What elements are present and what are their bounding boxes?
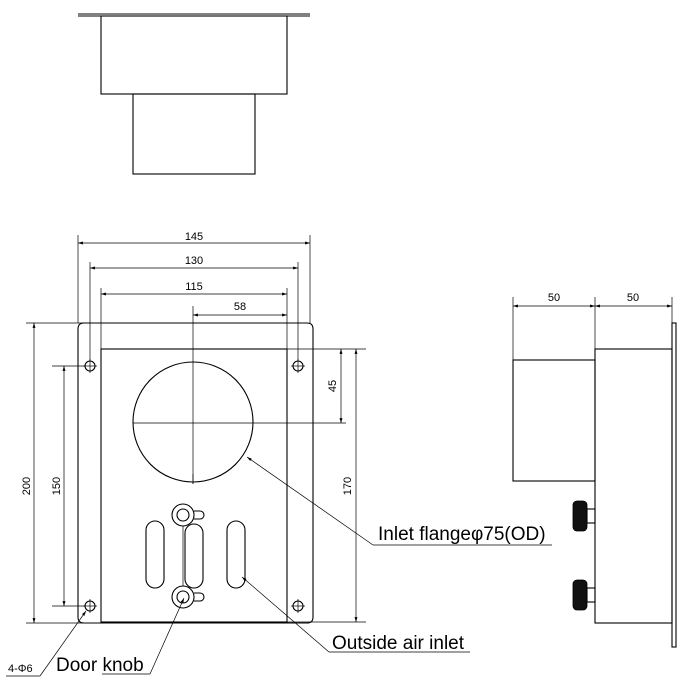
label-inlet-flange: Inlet flangeφ75(OD) bbox=[378, 524, 546, 545]
door-knob-icon bbox=[171, 503, 205, 527]
mounting-hole-icon bbox=[291, 599, 305, 613]
door-knob-icon bbox=[171, 585, 205, 609]
door-knob-side-icon bbox=[572, 579, 596, 611]
dim-side-depth-1: 50 bbox=[548, 292, 560, 304]
mounting-hole-icon bbox=[83, 599, 97, 613]
callout-labels: Inlet flangeφ75(OD) Outside air inlet Do… bbox=[8, 524, 546, 676]
dim-hole-pitch-width: 130 bbox=[185, 255, 203, 267]
side-dimension-values: 50 50 bbox=[548, 292, 639, 304]
inner-panel bbox=[100, 348, 288, 623]
dim-overall-width: 145 bbox=[185, 231, 203, 243]
label-door-knob: Door knob bbox=[56, 655, 144, 676]
side-view bbox=[512, 297, 677, 648]
mounting-hole-icon bbox=[291, 359, 305, 373]
air-inlet-slot bbox=[145, 520, 165, 589]
label-mounting-holes: 4-Φ6 bbox=[8, 663, 33, 675]
dim-center-from-top: 45 bbox=[327, 380, 339, 392]
dim-inner-width: 115 bbox=[185, 281, 203, 293]
air-inlet-slot bbox=[184, 523, 204, 589]
mounting-hole-icon bbox=[83, 359, 97, 373]
dimension-lines bbox=[26, 235, 366, 624]
dim-side-depth-2: 50 bbox=[627, 292, 639, 304]
leader-lines bbox=[6, 456, 552, 677]
dim-overall-height: 200 bbox=[21, 477, 33, 495]
door-knob-side-icon bbox=[572, 500, 596, 532]
label-outside-air-inlet: Outside air inlet bbox=[332, 633, 465, 654]
dim-inner-height: 170 bbox=[342, 477, 354, 495]
dim-hole-pitch-height: 150 bbox=[51, 477, 63, 495]
front-view bbox=[77, 306, 346, 624]
dimension-values: 145 130 115 58 200 150 170 45 bbox=[21, 231, 354, 495]
top-view bbox=[78, 13, 310, 175]
air-inlet-slot bbox=[226, 520, 246, 589]
dim-center-offset: 58 bbox=[234, 301, 246, 313]
outer-plate bbox=[77, 322, 314, 624]
